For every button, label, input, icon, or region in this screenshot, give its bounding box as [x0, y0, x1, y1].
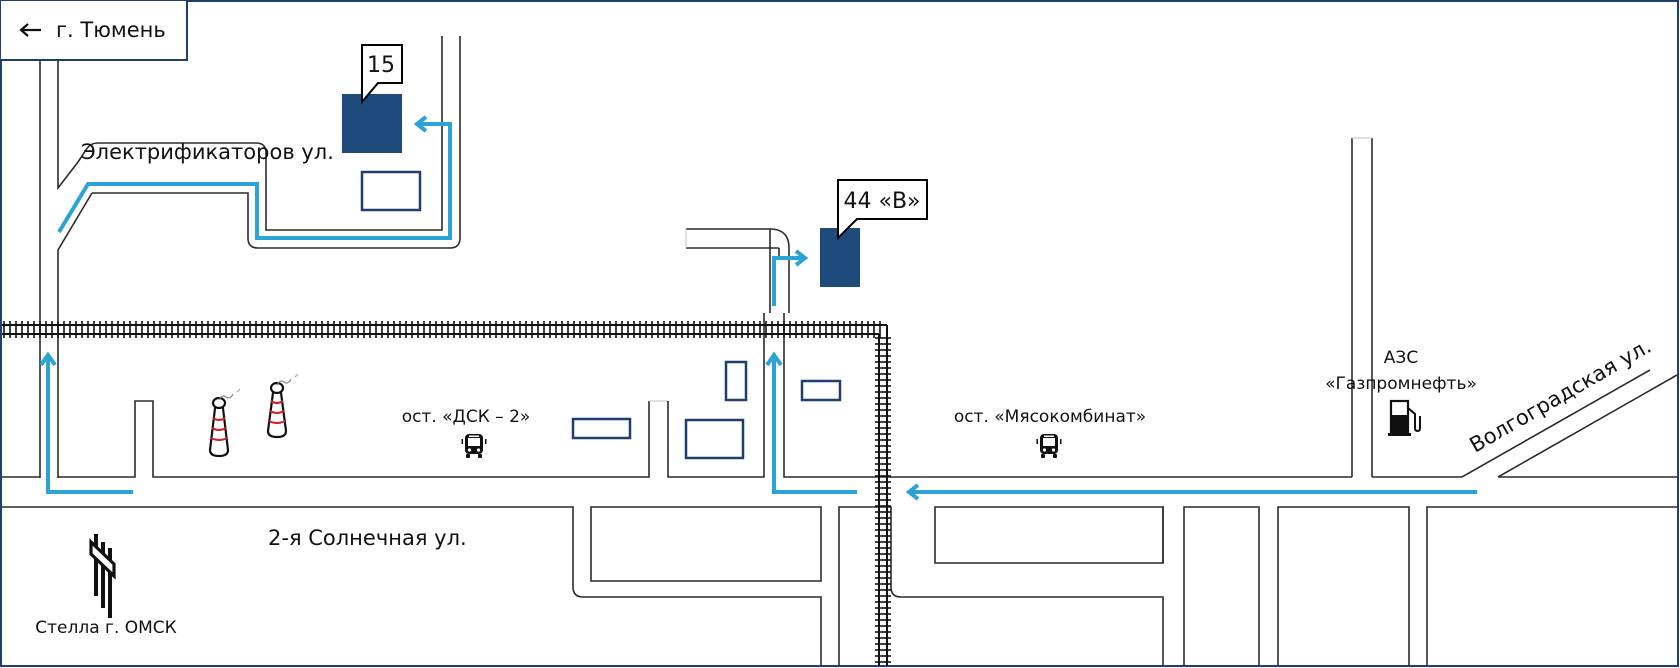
bus-stop-label: ост. «ДСК – 2» — [402, 407, 531, 427]
fuel-pump-icon — [1388, 399, 1421, 436]
building — [571, 417, 632, 440]
road-edge — [783, 313, 1352, 478]
building — [360, 170, 422, 212]
gas-station: АЗС «Газпромнефть» — [1325, 348, 1477, 436]
road-edge — [769, 228, 790, 313]
callout-label-15: 15 — [367, 53, 395, 78]
road-edge — [590, 506, 822, 582]
route-arrow — [413, 115, 428, 133]
gas-station-title: АЗС — [1384, 348, 1418, 368]
road-edge — [58, 400, 650, 478]
route-arrow — [39, 351, 57, 367]
buildings — [342, 94, 860, 460]
bus-stop-dsk2: ост. «ДСК – 2» — [402, 407, 531, 458]
stele-monument: Стелла г. ОМСК — [35, 534, 177, 638]
direction-sign-label: г. Тюмень — [56, 18, 166, 42]
factory-chimney-icon — [208, 373, 299, 458]
route-arrow — [905, 483, 920, 501]
road-edge — [57, 36, 79, 191]
street-label-elektrifikatorov: Электрификаторов ул. — [81, 140, 334, 164]
road-edge — [92, 36, 461, 249]
callout-bubble — [837, 179, 928, 241]
road-edge — [77, 36, 443, 231]
left-arrow-icon — [19, 23, 41, 37]
railway-track — [2, 321, 891, 666]
bus-icon — [1036, 434, 1062, 458]
route-arrow — [765, 351, 783, 367]
road-network — [2, 36, 1678, 665]
route-segment — [57, 122, 452, 240]
bus-stop-myasokombinat: ост. «Мясокомбинат» — [954, 407, 1146, 458]
road-edge — [1183, 506, 1260, 665]
street-label-solnechnaya: 2-я Солнечная ул. — [268, 526, 467, 550]
building — [800, 379, 842, 402]
callout-44v: 44 «В» — [837, 179, 928, 241]
callout-bubble — [361, 44, 403, 105]
callout-label-44v: 44 «В» — [844, 189, 921, 214]
stele-monument-icon — [89, 534, 116, 618]
route-segment — [772, 357, 857, 494]
chimney — [208, 388, 241, 458]
road-edge — [1277, 506, 1410, 665]
stele-label: Стелла г. ОМСК — [35, 618, 177, 638]
callout-15: 15 — [361, 44, 403, 105]
road-edge — [2, 506, 822, 665]
building-44v[interactable] — [820, 228, 860, 287]
building — [684, 418, 745, 460]
route-segment — [46, 357, 133, 494]
bus-icon — [461, 434, 487, 458]
road-edge — [1372, 369, 1651, 478]
building-15[interactable] — [342, 94, 402, 153]
gas-station-name: «Газпромнефть» — [1325, 374, 1477, 394]
route-segment — [772, 256, 803, 306]
road-edge — [57, 192, 93, 478]
road-edge — [1426, 506, 1677, 665]
road-edge — [838, 506, 1164, 665]
road-edge — [1497, 374, 1678, 478]
building — [724, 360, 748, 402]
road-edge — [667, 313, 765, 478]
chimney — [266, 373, 299, 439]
bus-stop-label: ост. «Мясокомбинат» — [954, 407, 1146, 427]
route-arrow — [794, 249, 809, 267]
route-path — [39, 115, 1477, 501]
direction-sign-tyumen[interactable]: г. Тюмень — [0, 0, 188, 61]
